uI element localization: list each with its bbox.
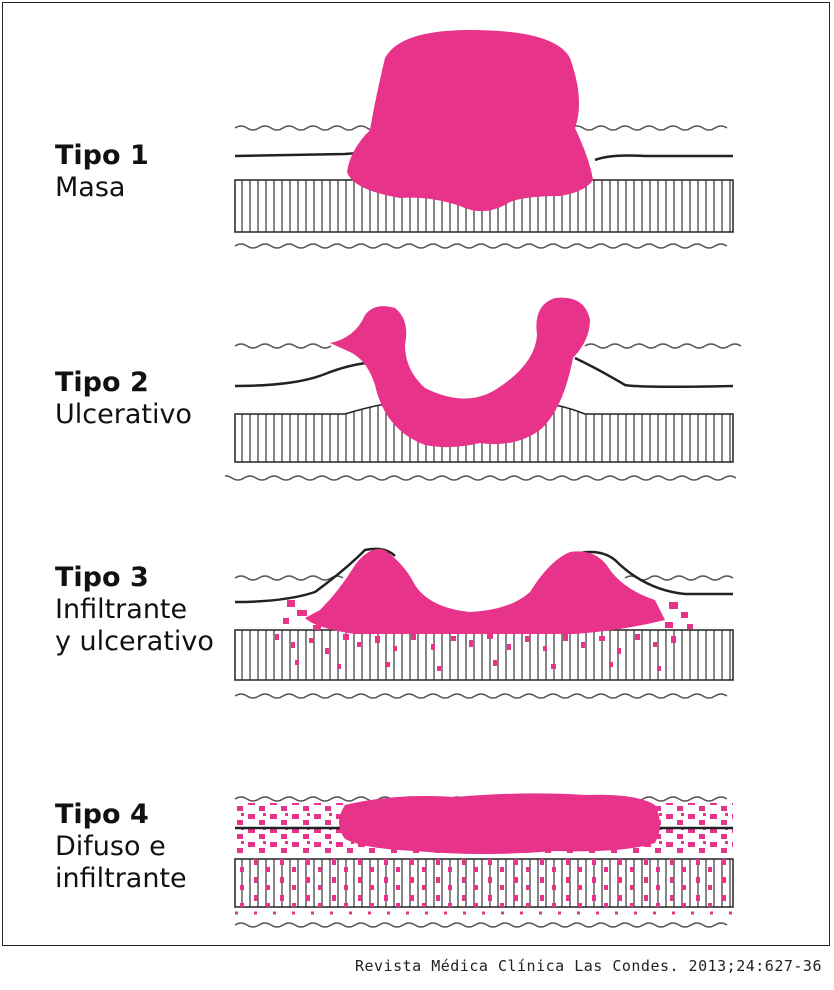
serosa-wave [225, 475, 737, 481]
type-4-diagram [234, 793, 734, 928]
serosa-wave [234, 243, 728, 249]
type-4-title: Tipo 4 [55, 799, 149, 830]
type-4-description-line-1: Difuso e [55, 831, 166, 862]
muscle-speckle [235, 859, 733, 907]
mucosa-wave [234, 343, 742, 349]
type-3-diagram [234, 547, 734, 699]
type-1-label: Tipo 1 Masa [55, 140, 149, 204]
type-1-description: Masa [55, 172, 126, 203]
type-2-title: Tipo 2 [55, 367, 149, 398]
type-3-description-line-1: Infiltrante [55, 594, 188, 625]
type-1-diagram [234, 30, 734, 249]
type-4-description-line-2: infiltrante [55, 863, 187, 894]
citation: Revista Médica Clínica Las Condes. 2013;… [354, 957, 822, 975]
tumor-mass [347, 30, 593, 212]
type-2-label: Tipo 2 Ulcerativo [55, 367, 192, 431]
type-2-description: Ulcerativo [55, 399, 192, 430]
submucosa-line [234, 547, 733, 604]
tumor-scatter [275, 600, 693, 671]
type-4-label: Tipo 4 Difuso e infiltrante [55, 799, 187, 895]
mucosa-wave [234, 575, 734, 581]
tumor-ulcer [330, 297, 590, 448]
tumor-diffuse [339, 793, 660, 854]
muscle-layer [234, 629, 734, 681]
type-3-description-line-2: y ulcerativo [55, 626, 214, 657]
submucosa-line [234, 356, 734, 389]
type-3-title: Tipo 3 [55, 562, 149, 593]
type-2-diagram [225, 297, 742, 481]
tumor-infiltrative-ulcer [305, 549, 665, 634]
serosa-wave [234, 693, 728, 699]
serosa-wave [234, 922, 728, 928]
type-1-title: Tipo 1 [55, 140, 149, 171]
type-3-label: Tipo 3 Infiltrante y ulcerativo [55, 562, 214, 658]
